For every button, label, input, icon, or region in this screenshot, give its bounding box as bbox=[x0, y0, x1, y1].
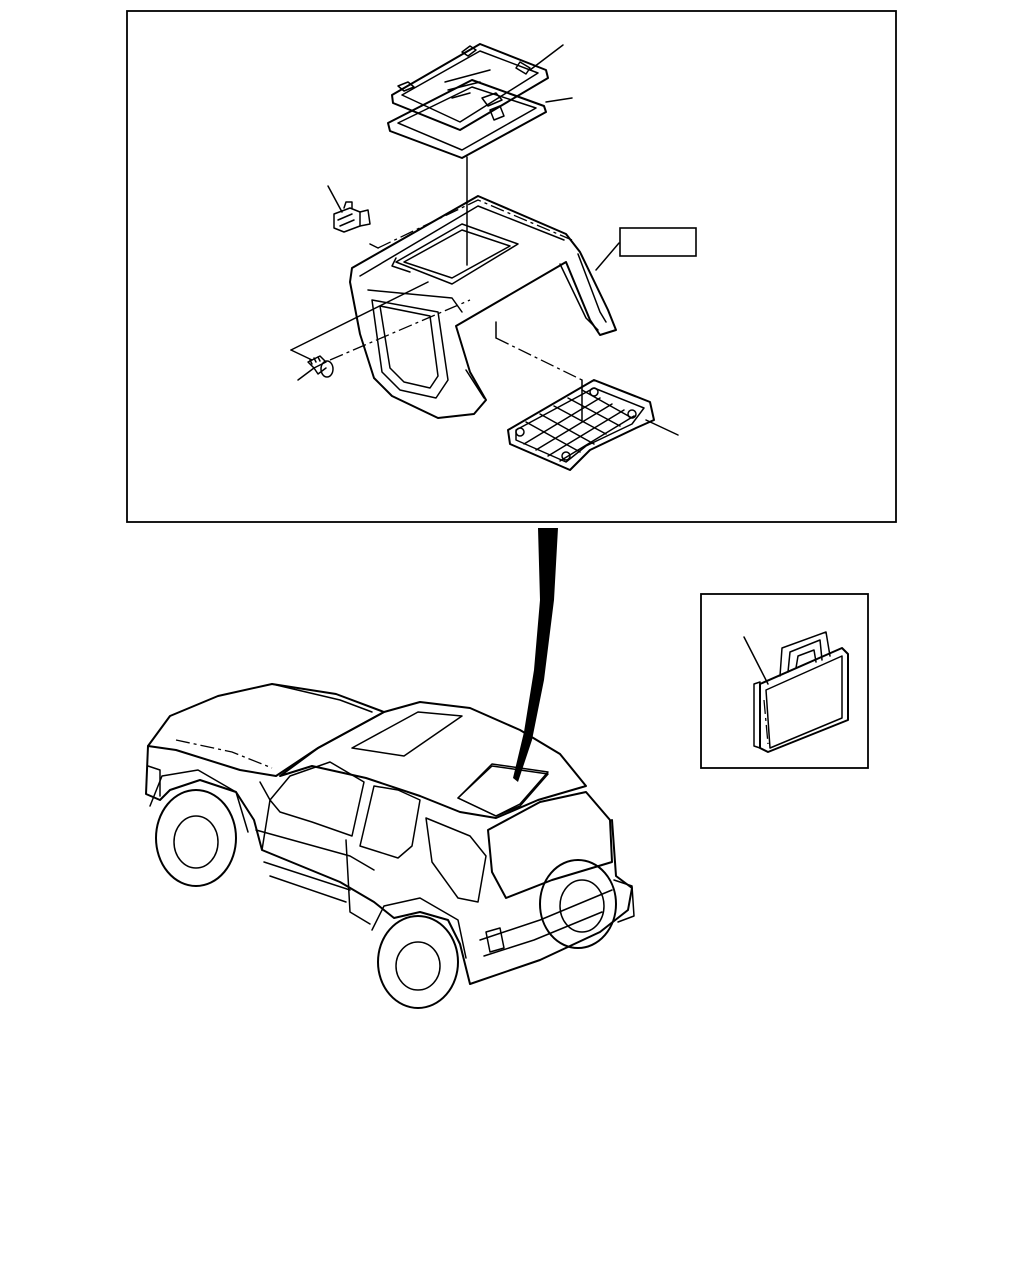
callout-6-88-box bbox=[619, 227, 697, 257]
location-pointer bbox=[513, 528, 558, 782]
sunroof-glass-panel bbox=[391, 43, 549, 131]
inset-part-127 bbox=[743, 631, 849, 753]
screw-part bbox=[307, 355, 334, 378]
sunroof-seal bbox=[387, 79, 547, 159]
inset-frame bbox=[700, 593, 869, 769]
sunshade-part bbox=[507, 379, 655, 471]
hardtop-roof bbox=[349, 195, 617, 419]
assembly-lines bbox=[290, 44, 679, 436]
exploded-view-frame bbox=[126, 10, 897, 523]
vehicle-sunroof-location bbox=[457, 765, 549, 817]
vehicle-illustration bbox=[145, 683, 635, 1009]
hinge-part bbox=[333, 201, 371, 233]
